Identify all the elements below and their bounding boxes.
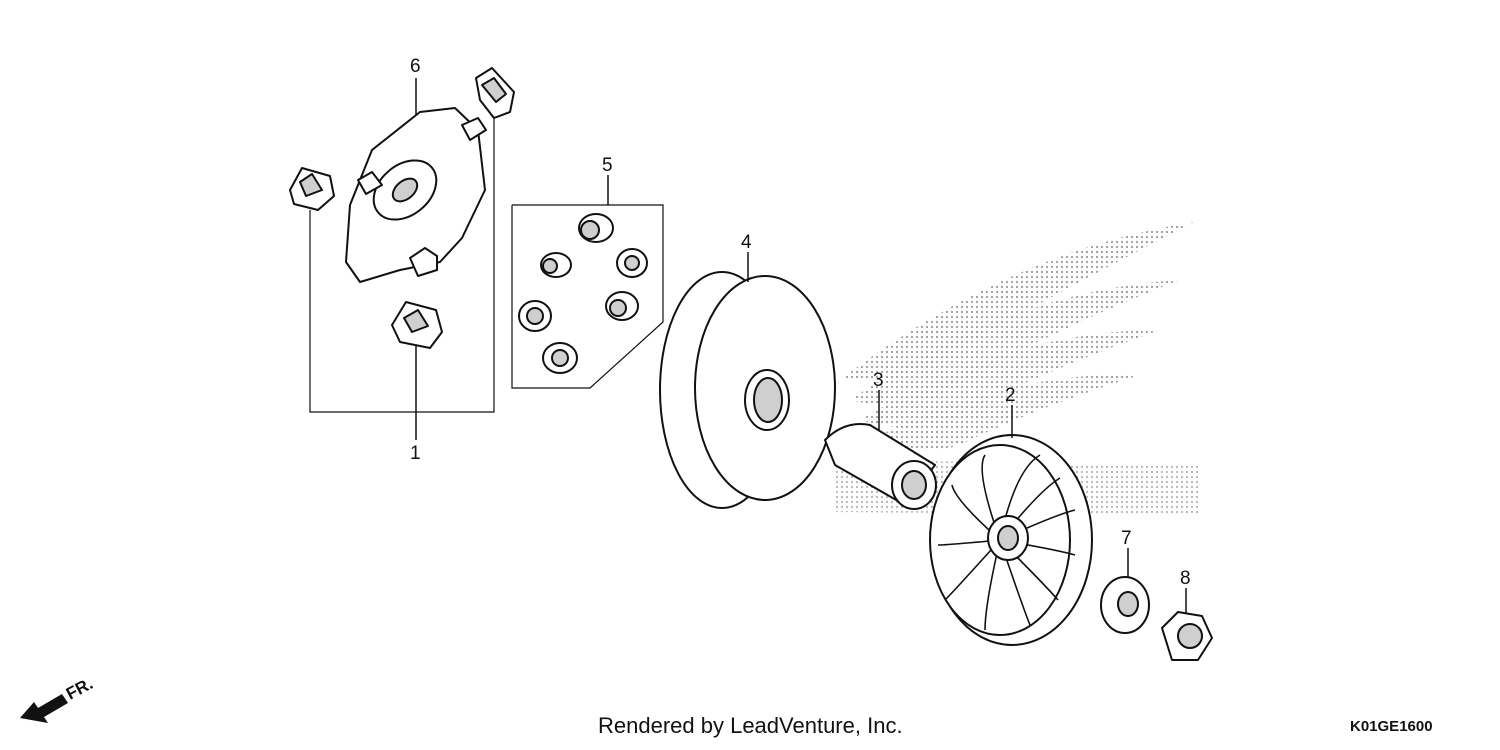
slider-piece-bottom <box>391 301 443 349</box>
slider-piece-top <box>475 67 515 119</box>
slider-piece-left <box>289 167 335 211</box>
nut-part <box>1161 611 1213 661</box>
drive-face-part <box>929 434 1093 646</box>
front-direction-label: FR. <box>63 674 96 704</box>
callout-3: 3 <box>873 370 884 391</box>
weight-roller <box>542 342 578 374</box>
washer-part <box>1100 576 1150 634</box>
weight-roller <box>578 213 614 243</box>
weight-roller <box>518 300 552 332</box>
weight-roller <box>540 252 572 278</box>
callout-5: 5 <box>602 155 613 176</box>
callout-2: 2 <box>1005 385 1016 406</box>
credit-text: Rendered by LeadVenture, Inc. <box>598 713 903 738</box>
weight-roller-group <box>511 204 664 389</box>
callout-8: 8 <box>1180 568 1191 589</box>
callout-7: 7 <box>1121 528 1132 549</box>
callout-6: 6 <box>410 56 421 77</box>
callout-4: 4 <box>741 232 752 253</box>
callout-1: 1 <box>410 443 421 464</box>
ramp-plate-part <box>345 107 487 283</box>
front-direction-arrow-icon <box>20 694 68 723</box>
weight-roller <box>605 291 639 321</box>
diagram-code: K01GE1600 <box>1350 718 1433 735</box>
weight-roller <box>616 248 648 278</box>
movable-drive-face-part <box>659 271 836 509</box>
drive-face-collar-part <box>824 423 937 510</box>
